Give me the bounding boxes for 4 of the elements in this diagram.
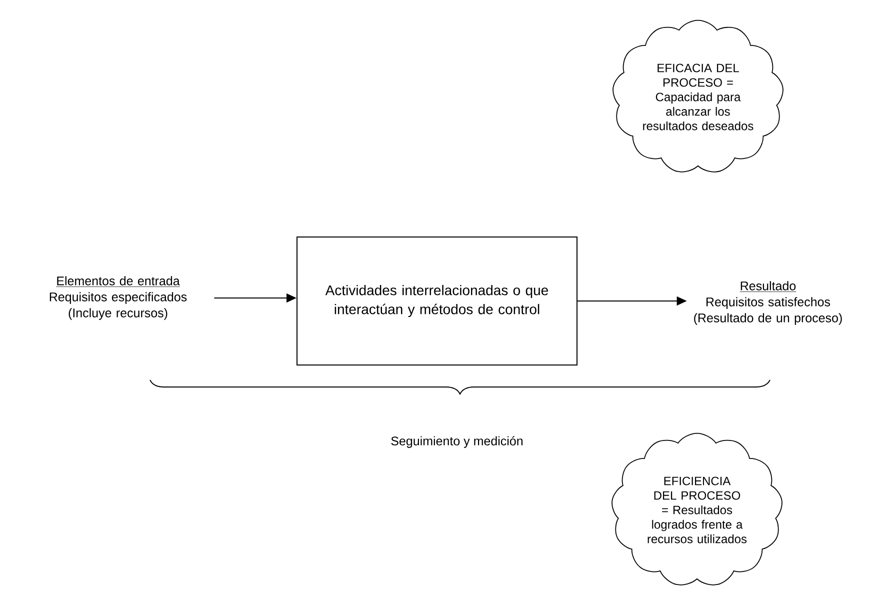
text-block: Resultado Requisitos satisfechos (Resultado de un proceso) xyxy=(694,281,842,325)
process-box: Actividades interrelacionadas o que interactúan y métodos de control xyxy=(296,236,578,366)
brace-label: Seguimiento y medición xyxy=(391,436,522,448)
text-block: Elementos de entrada Requisitos especificados (Incluye recursos) xyxy=(50,276,187,320)
